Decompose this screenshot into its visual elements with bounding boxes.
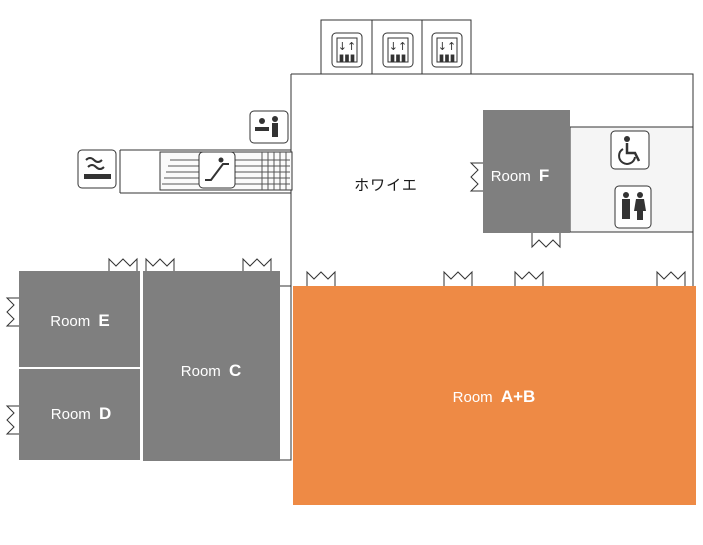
elevator-icon[interactable]: ↓↑ ▮▮▮ xyxy=(382,32,414,68)
room-c[interactable]: Room C xyxy=(143,271,280,461)
room-d-prefix: Room xyxy=(51,406,91,423)
svg-text:Room A+B: Room A+B xyxy=(453,387,536,406)
room-f-prefix: Room xyxy=(491,168,531,185)
wheelchair-icon[interactable] xyxy=(610,130,650,170)
elevator-icon[interactable]: ↓↑ ▮▮▮ xyxy=(331,32,363,68)
room-c-prefix: Room xyxy=(181,363,221,380)
escalator-icon[interactable] xyxy=(198,151,236,189)
svg-text:Room C: Room C xyxy=(181,361,241,380)
room-ab[interactable]: Room A+B xyxy=(293,286,696,505)
room-d-letter: D xyxy=(99,404,111,423)
svg-text:Room D: Room D xyxy=(51,404,111,423)
room-c-letter: C xyxy=(229,361,241,380)
room-ab-prefix: Room xyxy=(453,389,493,406)
svg-text:↓↑: ↓↑ xyxy=(338,40,356,53)
svg-text:▮▮▮: ▮▮▮ xyxy=(390,53,407,64)
foyer-label: ホワイエ xyxy=(354,176,418,194)
room-ab-letter: A+B xyxy=(501,387,535,406)
smoking-area-icon[interactable] xyxy=(77,149,117,189)
svg-text:▮▮▮: ▮▮▮ xyxy=(439,53,456,64)
svg-text:Room E: Room E xyxy=(50,311,110,330)
room-e-letter: E xyxy=(98,311,109,330)
room-e[interactable]: Room E xyxy=(19,271,140,367)
svg-text:↓↑: ↓↑ xyxy=(389,40,407,53)
room-e-prefix: Room xyxy=(50,313,90,330)
svg-text:↓↑: ↓↑ xyxy=(438,40,456,53)
svg-text:Room F: Room F xyxy=(491,166,550,185)
elevator-icon[interactable]: ↓↑ ▮▮▮ xyxy=(431,32,463,68)
reception-icon[interactable] xyxy=(249,110,289,144)
room-f-letter: F xyxy=(539,166,549,185)
restroom-icon[interactable] xyxy=(614,185,652,229)
svg-text:▮▮▮: ▮▮▮ xyxy=(339,53,356,64)
room-d[interactable]: Room D xyxy=(19,369,140,460)
room-f[interactable]: Room F xyxy=(483,110,570,233)
doors xyxy=(5,162,686,435)
